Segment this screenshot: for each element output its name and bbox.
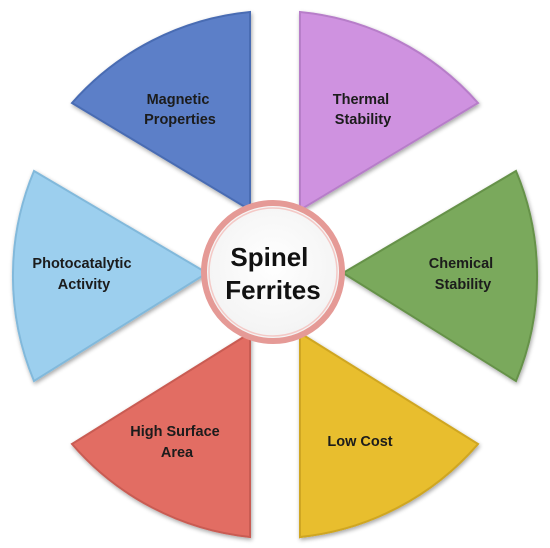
segment-label-thermal-stability: Thermal Stability	[333, 92, 393, 128]
segment-label-low-cost: Low Cost	[327, 434, 392, 450]
segment-label-high-surface-area: High Surface Area	[130, 424, 223, 461]
segment-high-surface-area: High Surface Area	[70, 331, 251, 539]
segment-thermal-stability: Thermal Stability	[299, 10, 480, 212]
segment-low-cost: Low Cost	[299, 331, 480, 539]
segment-label-magnetic-properties: Magnetic Properties	[144, 92, 216, 128]
segment-photocatalytic-activity: Photocatalytic Activity	[11, 169, 209, 383]
segment-chemical-stability: Chemical Stability	[341, 169, 539, 383]
segment-label-chemical-stability: Chemical Stability	[429, 256, 498, 293]
center-circle: Spinel Ferrites	[201, 200, 345, 344]
center-title: Spinel Ferrites	[225, 242, 320, 305]
segment-magnetic-properties: Magnetic Properties	[70, 10, 251, 212]
segment-label-photocatalytic-activity: Photocatalytic Activity	[32, 256, 135, 293]
